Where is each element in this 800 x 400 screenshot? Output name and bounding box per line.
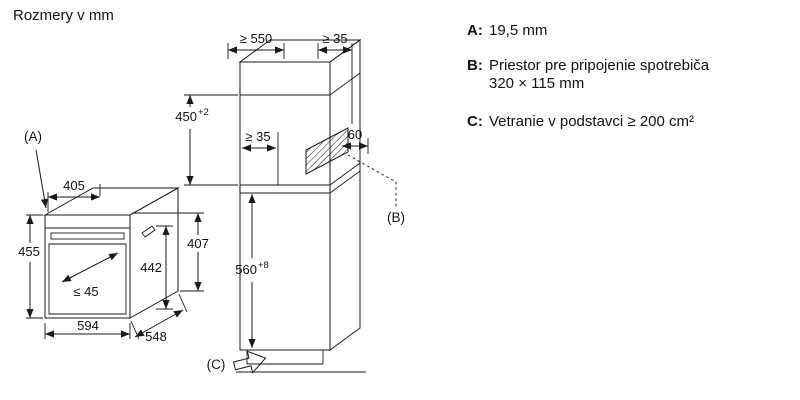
legend-c-key: C: (467, 113, 483, 130)
dim-407-text: 407 (187, 236, 209, 251)
dim-594: 594 (44, 318, 131, 339)
dim-60-text: 60 (348, 127, 362, 142)
cabinet-side-face (329, 39, 361, 351)
connection-space-hatch (305, 127, 349, 175)
oven-door-handle (50, 232, 125, 240)
dim-450-text: 450 (175, 109, 197, 124)
label-C: (C) (207, 357, 226, 372)
dim-550-text: ≥ 550 (240, 31, 272, 46)
dim-560-text: 560 (235, 262, 257, 277)
legend-a-key: A: (467, 22, 483, 39)
dim-handle-line (61, 252, 119, 283)
dim-442: 442 (140, 225, 173, 310)
dim-455-text: 455 (18, 244, 40, 259)
cabinet-plinth (236, 350, 366, 373)
dim-548-line (134, 309, 184, 338)
dim-450: 450 +2 (175, 94, 238, 186)
legend-b-key: B: (467, 57, 483, 74)
dim-455: 455 (18, 214, 43, 319)
dim-405: 405 (47, 178, 101, 212)
dim-A-pointer: (A) (24, 129, 49, 209)
dim-442-text: 442 (140, 260, 162, 275)
label-A: (A) (24, 129, 42, 144)
legend-b-value-line2: 320 × 115 mm (489, 75, 584, 92)
dim-560: 560 +8 (235, 194, 269, 348)
dim-407: 407 (132, 212, 209, 292)
oven-drawing: (A) 405 455 442 407 (18, 129, 209, 344)
cabinet-drawing: (B) ≥ 550 ≥ 35 450 +2 ≥ 35 (175, 31, 405, 374)
cabinet-shelves (240, 72, 361, 194)
dim-407-ext (132, 212, 204, 292)
dim-450-tolerance: +2 (198, 107, 209, 118)
dim-top-35: ≥ 35 (317, 31, 352, 59)
dim-handle-text: ≤ 45 (73, 284, 98, 299)
legend-b-value-line1: Priestor pre pripojenie spotrebiča (489, 57, 710, 74)
oven-side-vent-slot (141, 225, 156, 238)
dim-548: 548 (130, 293, 188, 344)
cabinet-front-face (239, 61, 331, 351)
label-C-group: (C) (207, 350, 267, 374)
dim-548-text: 548 (145, 329, 167, 344)
page-title: Rozmery v mm (13, 7, 114, 24)
dim-560-tolerance: +8 (258, 260, 269, 271)
dim-455-ext (26, 214, 43, 319)
dim-inner-35-text: ≥ 35 (245, 129, 270, 144)
legend: A: 19,5 mm B: Priestor pre pripojenie sp… (467, 22, 710, 130)
dim-550: ≥ 550 (227, 31, 285, 59)
dim-handle-45: ≤ 45 (61, 252, 119, 299)
legend-c-value: Vetranie v podstavci ≥ 200 cm² (489, 113, 694, 130)
label-B: (B) (387, 210, 405, 225)
legend-a-value: 19,5 mm (489, 22, 547, 39)
dim-594-text: 594 (77, 318, 99, 333)
dim-60: 60 (342, 127, 369, 154)
dim-405-text: 405 (63, 178, 85, 193)
label-A-leader (35, 149, 49, 209)
dim-inner-35: ≥ 35 (242, 129, 276, 152)
dim-top-35-text: ≥ 35 (322, 31, 347, 46)
oven-side-face (129, 187, 179, 319)
airflow-arrow-icon (232, 350, 267, 374)
oven-front-face (44, 214, 131, 319)
label-B-leader (347, 154, 397, 208)
oven-door-panel (45, 227, 130, 315)
